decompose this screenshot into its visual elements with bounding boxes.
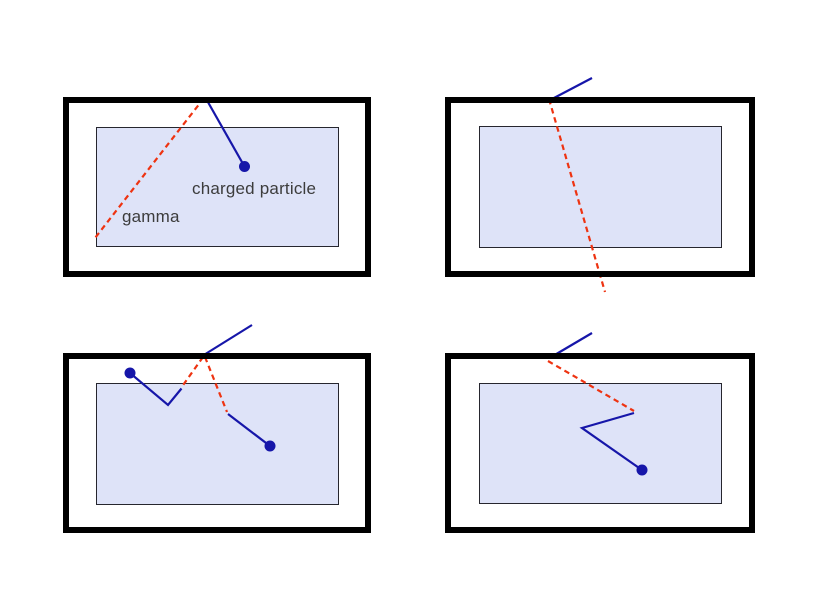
gamma-track — [547, 98, 607, 293]
detector-wall — [63, 97, 371, 277]
charged-particle-track — [552, 77, 593, 100]
charged-particle-track — [227, 413, 271, 447]
charged-particle-track — [552, 332, 593, 357]
detector-panel-top-left — [63, 97, 371, 277]
detector-wall — [63, 353, 371, 533]
gamma-track — [94, 97, 205, 239]
detector-wall — [445, 97, 755, 277]
detector-panel-top-right — [445, 77, 755, 293]
scintillator — [96, 383, 339, 505]
charged-particle-track — [205, 98, 246, 168]
charged-particle-track — [129, 372, 183, 407]
charged-particle-label: charged particle — [192, 179, 317, 198]
scintillator — [479, 126, 722, 248]
track-endpoint-dot — [239, 161, 250, 172]
detector-panel-bottom-left — [63, 324, 371, 533]
gamma-track — [203, 356, 229, 413]
track-endpoint-dot — [124, 367, 136, 379]
scintillator — [479, 383, 722, 504]
gamma-track — [547, 360, 635, 412]
gamma-label: gamma — [122, 207, 180, 226]
charged-particle-track — [202, 324, 253, 357]
gamma-track — [180, 356, 204, 389]
charged-particle-track — [579, 411, 643, 471]
track-endpoint-dot — [636, 464, 648, 476]
track-endpoint-dot — [264, 440, 276, 452]
detector-wall — [445, 353, 755, 533]
detector-panel-bottom-right — [445, 332, 755, 533]
scintillator — [96, 127, 339, 247]
